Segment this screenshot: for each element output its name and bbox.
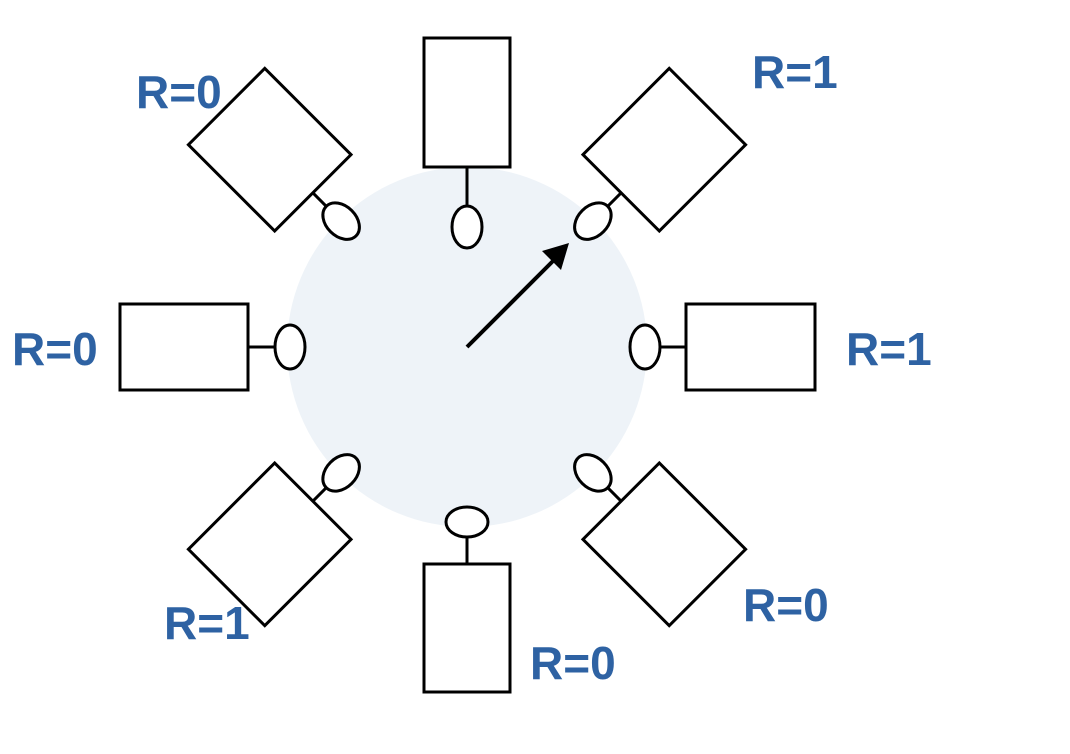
station-bottom-right-node xyxy=(573,453,613,493)
station-left xyxy=(118,302,307,392)
label-bottom-left: R=1 xyxy=(164,597,250,649)
station-bottom-left-box xyxy=(186,460,354,628)
station-top-node xyxy=(450,204,484,250)
station-left-box xyxy=(118,302,250,392)
station-right-node xyxy=(628,323,662,371)
label-bottom-right: R=0 xyxy=(743,579,829,631)
pointer-arrow-head xyxy=(542,243,569,270)
station-top-right-node xyxy=(573,201,613,241)
label-top-right: R=1 xyxy=(752,46,838,98)
station-top-left-node xyxy=(321,201,361,241)
station-right xyxy=(628,302,817,392)
label-left: R=0 xyxy=(12,323,98,375)
station-top-left xyxy=(186,66,361,241)
pointer-arrow-shaft xyxy=(465,256,558,349)
station-top-left-box xyxy=(186,66,354,234)
station-top-left-connector xyxy=(311,191,328,208)
station-top-right xyxy=(573,66,748,241)
station-top-right-connector xyxy=(606,191,623,208)
label-bottom: R=0 xyxy=(530,637,616,689)
station-left-node xyxy=(273,323,307,371)
station-bottom-right-connector xyxy=(606,486,623,503)
station-bottom-box xyxy=(422,562,512,694)
label-top-left: R=0 xyxy=(136,66,222,118)
station-top-right-box xyxy=(580,66,748,234)
station-top xyxy=(422,36,512,250)
pointer-arrow xyxy=(465,243,569,349)
station-bottom-node xyxy=(444,505,490,539)
station-right-box xyxy=(684,302,817,392)
station-bottom-right-box xyxy=(580,460,748,628)
station-bottom-right xyxy=(573,453,748,628)
station-bottom xyxy=(422,505,512,694)
station-top-box xyxy=(422,36,512,169)
label-right: R=1 xyxy=(846,323,932,375)
station-bottom-left xyxy=(186,453,361,628)
station-bottom-left-connector xyxy=(311,486,328,503)
